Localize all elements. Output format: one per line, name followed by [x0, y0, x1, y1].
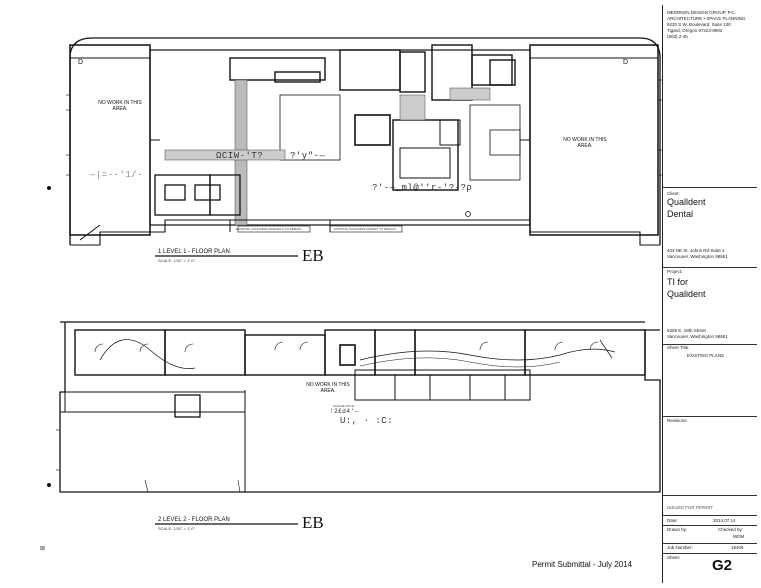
level2-plan-label: 2 LEVEL 2 - FLOOR PLAN [158, 517, 230, 523]
firm-address: 9220 S.W. Boulevard, Suite 100 [667, 22, 731, 27]
client-address: 403 NE St. Johns Rd-Suite 1 [667, 248, 725, 253]
level1-note-left: NO WORK IN THIS AREA. [98, 100, 142, 112]
project-name-2: Qualident [667, 289, 706, 299]
checked-label: Checked by: [718, 527, 744, 532]
level2-note-center: NO WORK IN THIS AREA. [306, 382, 350, 394]
date-label: Date: [667, 518, 678, 523]
client-city: Vancouver, Washington 98661 [667, 254, 728, 259]
level1-plan-label: 1 LEVEL 1 - FLOOR PLAN [158, 249, 230, 255]
project-address: 5305 E. 18th Street [667, 328, 706, 333]
sheet-label: Sheet: [667, 555, 681, 560]
level2-eb-mark: EB [302, 513, 324, 532]
level2-garble-1: !2£d4'— [330, 408, 359, 415]
level1-callout-right: EXISTING CONCRETE PAVERS TO REMAIN [334, 227, 396, 231]
sheet-title: EXISTING PLANS [687, 353, 725, 358]
title-block: MEDRKEN DESIGN GROUP, P.C. ARCHITECTURE … [662, 5, 757, 583]
project-city: Vancouver, Washington 98661 [667, 334, 728, 339]
revisions-label: Revisions: [667, 418, 688, 423]
job-value: 19406 [731, 545, 744, 550]
permit-submittal-note: Permit Submittal - July 2014 [532, 560, 633, 569]
firm-phone: (503) 2-45 [667, 34, 688, 39]
level1-garble-2: ?'y"-— [290, 151, 326, 161]
client-name-1: Qualldent [667, 197, 706, 207]
project-name-1: TI for [667, 277, 689, 287]
level1-eb-mark: EB [302, 246, 324, 265]
level1-note-right: NO WORK IN THIS AREA. [563, 137, 607, 149]
level2-note-small: PLEASE NOTE: [333, 404, 355, 408]
firm-name: MEDRKEN DESIGN GROUP, P.C. [667, 10, 736, 15]
drawn-label: Drawn by: [667, 527, 688, 532]
stamp-text: ISSUED FOR PERMIT [667, 505, 713, 510]
corner-mark: ⊠ [40, 546, 46, 552]
firm-line2: ARCHITECTURE • SPACE PLANNING [667, 16, 746, 21]
level1-garble-1: ΩCIW-'T? [216, 151, 264, 161]
drawn-value: WDM [733, 534, 745, 539]
level1-corner-left: D [78, 59, 84, 66]
project-label: Project: [667, 269, 683, 274]
level1-garble-4: —|=--'1/- [90, 170, 144, 180]
level1-plan-scale: SCALE: 1/32" = 1'-0" [158, 258, 196, 263]
date-value: 2014.07.14 [713, 518, 736, 523]
firm-city: Tigard, Oregon 97223-8902 [667, 28, 723, 33]
level2-garble-2: U:, · :C: [340, 416, 394, 426]
client-label: Client: [667, 191, 680, 196]
job-label: Job Number: [667, 545, 693, 550]
sheet-title-label: Sheet Title: [667, 345, 690, 350]
level2-plan-scale: SCALE: 1/32" = 1'-0" [158, 526, 196, 531]
sheet-number: G2 [712, 557, 733, 574]
client-name-2: Dental [667, 209, 694, 219]
level1-callout-left: EXISTING CONCRETE SIDEWALK TO REMAIN [236, 227, 302, 231]
level1-garble-3: ?'-—_ml@''r-'?-?ρ [372, 183, 473, 193]
level1-corner-right: D [623, 59, 629, 66]
